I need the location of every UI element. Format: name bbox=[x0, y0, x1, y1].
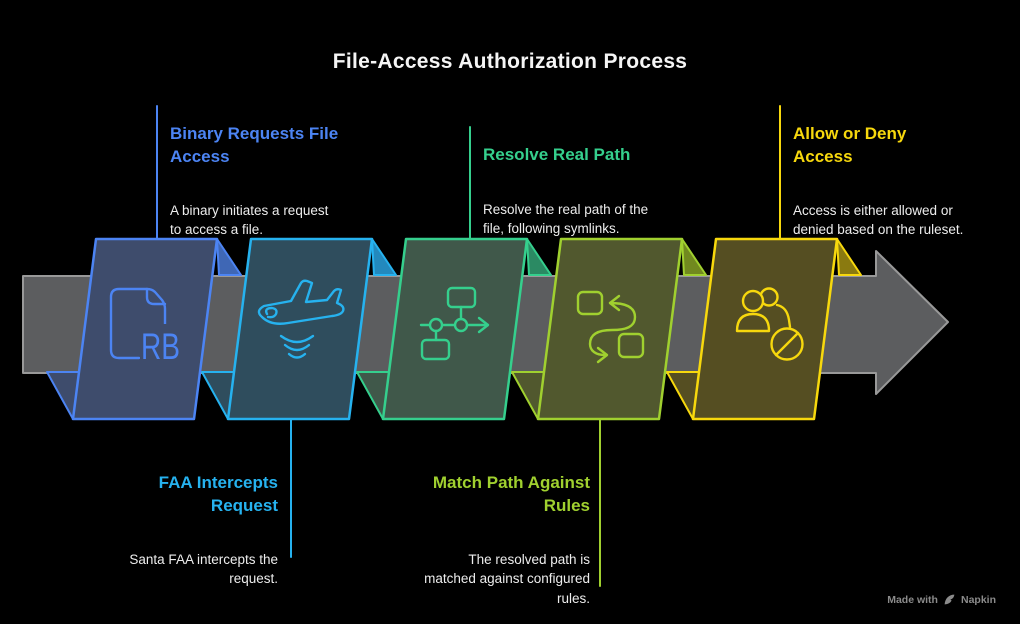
step-2-body: Santa FAA intercepts the request. bbox=[129, 552, 278, 587]
banner-top-fold bbox=[371, 238, 397, 276]
step-4-heading: Match Path Against Rules bbox=[432, 473, 590, 515]
step-5-heading: Allow or Deny Access bbox=[793, 124, 907, 166]
step-4-body: The resolved path is matched against con… bbox=[424, 552, 590, 606]
step-2-label: FAA Intercepts Request Santa FAA interce… bbox=[78, 454, 278, 607]
banner-step-3 bbox=[356, 126, 552, 421]
users-denied-icon bbox=[735, 287, 804, 361]
step-3-label: Resolve Real Path Resolve the real path … bbox=[483, 126, 678, 256]
step-2-heading: FAA Intercepts Request bbox=[158, 473, 278, 515]
banner-step-1: RB bbox=[46, 105, 242, 421]
banner-step-2 bbox=[201, 237, 397, 558]
step-1-body: A binary initiates a request to access a… bbox=[170, 203, 329, 238]
banner-top-fold bbox=[216, 238, 242, 276]
banner-face bbox=[381, 237, 529, 421]
banner-step-4 bbox=[511, 237, 707, 587]
made-with-napkin-badge: Made with Napkin bbox=[887, 593, 996, 606]
napkin-logo-icon bbox=[944, 594, 955, 605]
flowchart-path-icon bbox=[419, 286, 490, 361]
step-1-heading: Binary Requests File Access bbox=[170, 124, 339, 166]
footer-brand: Napkin bbox=[960, 593, 996, 606]
step-4-label: Match Path Against Rules The resolved pa… bbox=[392, 454, 590, 624]
airplane-radar-icon bbox=[257, 279, 345, 359]
step-1-label: Binary Requests File Access A binary ini… bbox=[170, 105, 380, 258]
file-rb-icon: RB bbox=[109, 287, 184, 367]
banner-top-fold bbox=[836, 238, 862, 276]
winding-path-icon bbox=[576, 290, 645, 364]
step-3-body: Resolve the real path of the file, follo… bbox=[483, 201, 649, 236]
banner-face bbox=[226, 237, 374, 421]
banner-top-fold bbox=[526, 238, 552, 276]
banner-top-fold bbox=[681, 238, 707, 276]
step-5-body: Access is either allowed or denied based… bbox=[793, 203, 964, 238]
footer-prefix: Made with bbox=[887, 593, 938, 606]
step-5-label: Allow or Deny Access Access is either al… bbox=[793, 105, 993, 258]
banner-step-5 bbox=[666, 105, 862, 421]
file-type-label: RB bbox=[141, 326, 180, 367]
step-3-heading: Resolve Real Path bbox=[483, 145, 631, 164]
page-title: File-Access Authorization Process bbox=[332, 50, 688, 73]
